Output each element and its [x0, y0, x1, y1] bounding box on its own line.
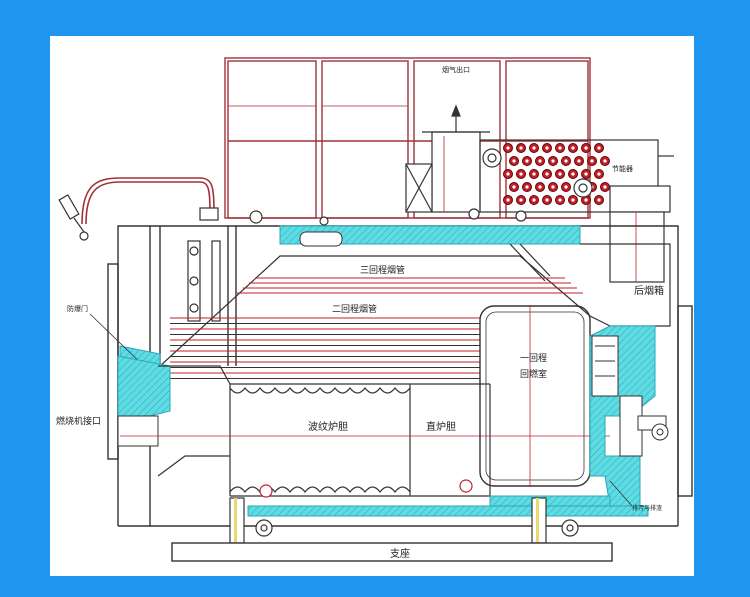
economizer-label: 节能器	[612, 164, 633, 173]
support-legs	[229, 479, 579, 544]
economizer-tube-bore	[597, 146, 601, 150]
valve-flanges	[249, 148, 593, 226]
economizer-tube-bore	[558, 172, 562, 176]
corrugated-furnace-label: 波纹炉胆	[308, 420, 348, 433]
economizer-tube-bore	[558, 146, 562, 150]
economizer-tube-bore	[532, 172, 536, 176]
water-level-gauge	[187, 240, 221, 322]
explosion-door-label: 防爆门	[67, 304, 88, 313]
smoke-duct	[405, 104, 490, 213]
second-pass-label: 二回程烟管	[332, 303, 377, 315]
economizer-tube-bore	[558, 198, 562, 202]
corrugated-wall-bottom	[229, 486, 411, 493]
smoke-outlet-label: 烟气出口	[442, 65, 470, 74]
bottom-insulation	[247, 495, 649, 517]
economizer-tube-bore	[564, 159, 568, 163]
economizer-tube-bore	[603, 185, 607, 189]
economizer-tube-bore	[519, 198, 523, 202]
reversal-chamber	[479, 305, 591, 487]
boiler-diagram: 烟气出口 节能器	[56, 57, 693, 562]
rear-insulation	[589, 325, 669, 507]
economizer-tube-bore	[571, 146, 575, 150]
economizer-tube-bore	[590, 159, 594, 163]
economizer-tube-bore	[545, 198, 549, 202]
safety-valve	[58, 194, 219, 241]
top-insulation	[279, 225, 581, 247]
economizer-tube-bore	[603, 159, 607, 163]
second-pass-tubes	[170, 317, 480, 379]
economizer-tube-bore	[577, 159, 581, 163]
base	[171, 542, 613, 562]
burner-interface-label: 燃烧机接口	[56, 415, 101, 427]
economizer-tube-bore	[506, 198, 510, 202]
economizer-tube-bore	[532, 198, 536, 202]
first-pass-label-2: 回燃室	[520, 368, 547, 380]
economizer-tube-bank	[503, 143, 610, 205]
economizer-tube-bore	[525, 159, 529, 163]
third-pass-tubes	[237, 277, 583, 294]
economizer-tube-bore	[519, 146, 523, 150]
economizer-tube-bore	[512, 159, 516, 163]
economizer-casing	[479, 139, 674, 283]
economizer-tube-bore	[584, 146, 588, 150]
economizer-tube-bore	[525, 185, 529, 189]
economizer-tube-bore	[551, 159, 555, 163]
economizer-tube-bore	[519, 172, 523, 176]
support-label: 支座	[390, 547, 410, 560]
economizer-tube-bore	[506, 146, 510, 150]
economizer-tube-bore	[545, 172, 549, 176]
front-insulation	[117, 355, 171, 447]
economizer-tube-bore	[584, 172, 588, 176]
economizer-tube-bore	[545, 146, 549, 150]
furnace	[120, 365, 610, 497]
third-pass-label: 三回程烟管	[360, 264, 405, 276]
steam-pipe	[81, 177, 215, 225]
economizer-tube-bore	[538, 159, 542, 163]
economizer-tube-bore	[584, 198, 588, 202]
diagram-frame: 烟气出口 节能器	[50, 36, 694, 576]
economizer-tube-bore	[551, 185, 555, 189]
first-pass-label-1: 一回程	[520, 353, 547, 364]
corrugated-wall-top	[229, 387, 411, 394]
rear-smoke-box-label: 后烟箱	[634, 284, 664, 297]
economizer-tube-bore	[571, 198, 575, 202]
economizer-tube-bore	[512, 185, 516, 189]
economizer-tube-bore	[506, 172, 510, 176]
sewage-drain-label: 排污与排渣	[632, 504, 662, 512]
economizer-tube-bore	[597, 198, 601, 202]
economizer-tube-bore	[571, 172, 575, 176]
economizer-tube-bore	[532, 146, 536, 150]
straight-furnace-label: 直炉胆	[426, 420, 456, 433]
economizer-tube-bore	[597, 172, 601, 176]
economizer-tube-bore	[564, 185, 568, 189]
economizer-tube-bore	[538, 185, 542, 189]
